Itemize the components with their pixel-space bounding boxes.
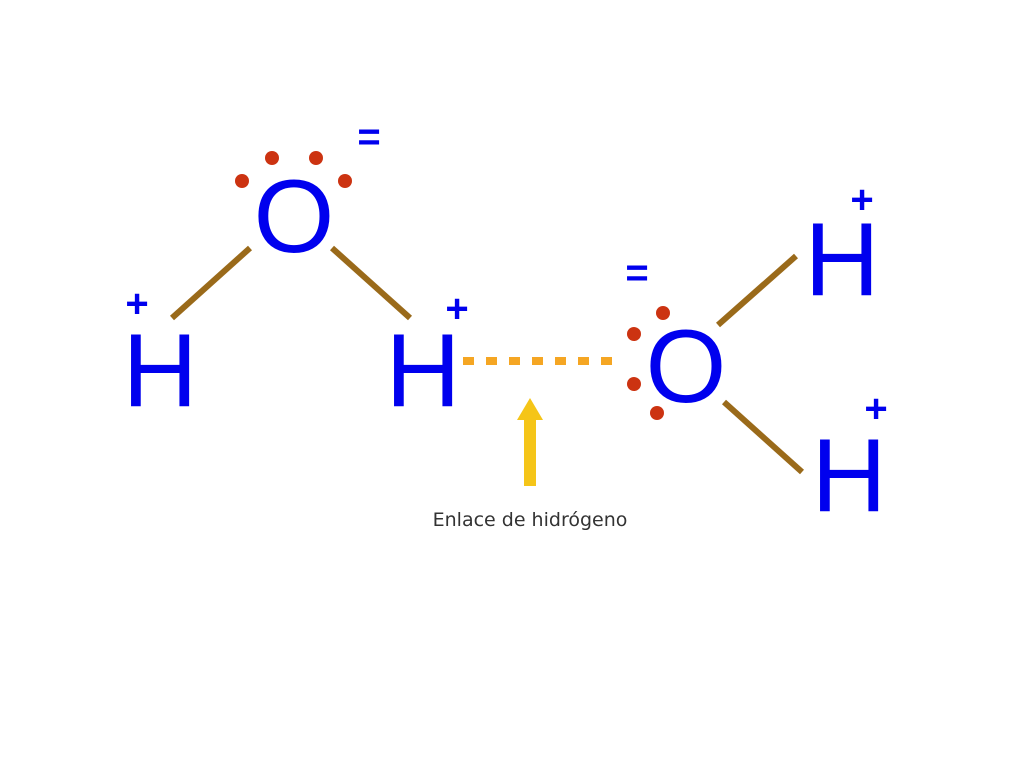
bond-o1-h1-left <box>169 245 253 321</box>
hydrogen-1-left-charge: + <box>125 282 148 326</box>
hydrogen-1-left-symbol: H <box>122 313 197 429</box>
hydrogen-2-bottom-charge: + <box>864 387 887 431</box>
hydrogen-bond-caption: Enlace de hidrógeno <box>433 509 628 531</box>
hydrogen-1-right-charge: + <box>445 287 468 331</box>
oxygen-1-symbol: O <box>254 159 335 275</box>
lone-pairs-oxygen-2 <box>627 306 670 420</box>
lone-pairs-oxygen-1 <box>235 151 352 188</box>
bond-o2-h2-bottom <box>721 399 805 475</box>
bond-o2-h2-top <box>716 253 798 328</box>
hydrogen-2-bottom-symbol: H <box>811 418 886 534</box>
oxygen-2-symbol: O <box>646 309 727 425</box>
hydrogen-2-top-charge: + <box>850 178 873 222</box>
bond-o1-h1-right <box>329 245 413 321</box>
oxygen-1-charge: = <box>357 115 380 159</box>
up-arrow-icon <box>517 398 543 486</box>
hydrogen-bond-dots <box>463 357 612 365</box>
hydrogen-1-right-symbol: H <box>385 313 460 429</box>
hydrogen-2-top-symbol: H <box>804 202 879 318</box>
oxygen-2-charge: = <box>625 251 648 295</box>
